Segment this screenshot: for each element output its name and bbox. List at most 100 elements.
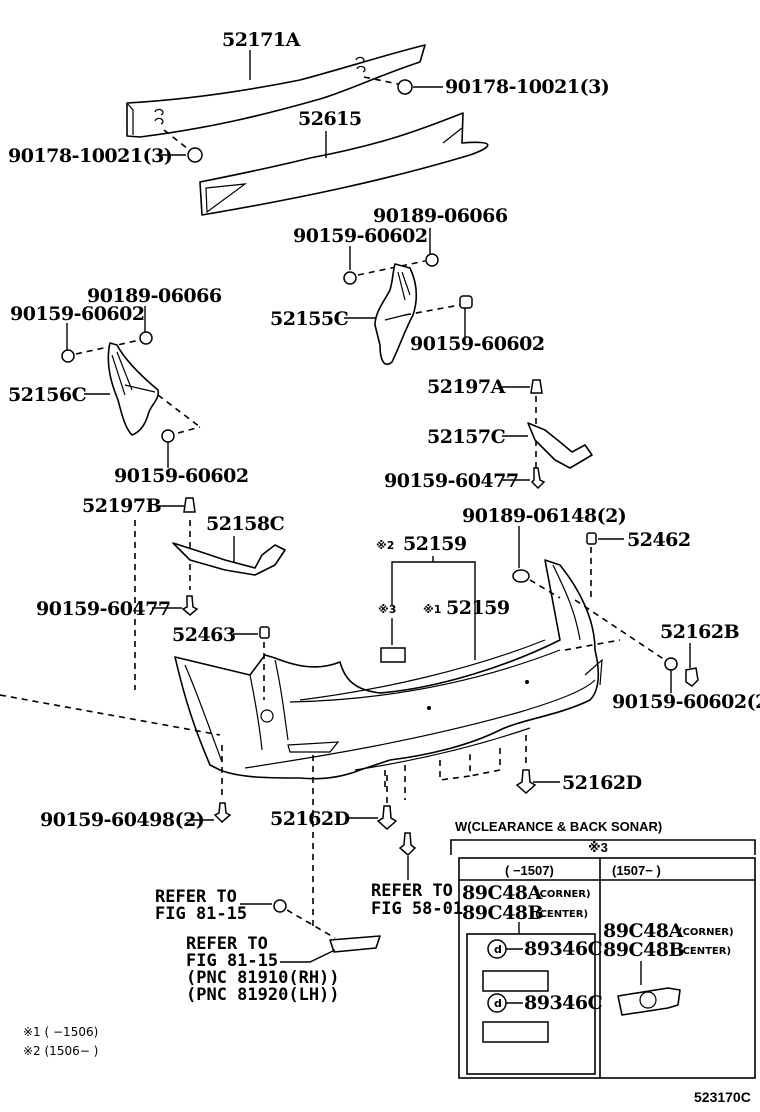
part-label-90159-60602-2[interactable]: 90159-60602(2) bbox=[612, 691, 760, 713]
nut-icon[interactable] bbox=[425, 253, 439, 267]
note-center: (CENTER) bbox=[535, 909, 588, 920]
cushion-icon[interactable] bbox=[586, 532, 597, 545]
part-label-52615[interactable]: 52615 bbox=[298, 108, 362, 130]
sensor-bracket-icon[interactable] bbox=[380, 647, 406, 663]
part-label-89346c-2[interactable]: 89346C bbox=[524, 992, 603, 1014]
part-label-52158c[interactable]: 52158C bbox=[206, 513, 285, 535]
dashed-guide bbox=[363, 76, 399, 85]
part-label-52155c[interactable]: 52155C bbox=[270, 308, 349, 330]
clip-icon[interactable] bbox=[187, 147, 203, 163]
part-label-52159-b[interactable]: 52159 bbox=[446, 597, 510, 619]
ref-label[interactable]: FIG 58-01 bbox=[371, 899, 463, 919]
sensor-pad-part[interactable] bbox=[482, 970, 549, 992]
part-label-90189-left[interactable]: 90189-06066 bbox=[87, 285, 222, 307]
screw-icon[interactable] bbox=[213, 802, 232, 824]
sensor-bracket-part[interactable] bbox=[617, 987, 681, 1016]
part-label-90159-60498[interactable]: 90159-60498(2) bbox=[40, 809, 205, 831]
note-corner: (CORNER) bbox=[535, 889, 591, 900]
part-label-89346c-1[interactable]: 89346C bbox=[524, 938, 603, 960]
ref-label[interactable]: FIG 81-15 bbox=[186, 951, 278, 971]
dashed-guide bbox=[157, 394, 201, 428]
dashed-guide bbox=[357, 260, 426, 276]
ref-label: REFER TO bbox=[186, 934, 268, 954]
part-label-52197a[interactable]: 52197A bbox=[427, 376, 506, 398]
part-label-90159-right-side[interactable]: 90159-60602 bbox=[410, 333, 545, 355]
screw-icon[interactable] bbox=[61, 349, 75, 363]
col1-header: ( −1507) bbox=[505, 863, 554, 878]
screw-icon[interactable] bbox=[530, 467, 546, 490]
bracket-leader bbox=[391, 556, 476, 660]
ref-label[interactable]: FIG 81-15 bbox=[155, 904, 247, 924]
part-label-90159-right-top[interactable]: 90159-60602 bbox=[293, 225, 428, 247]
screw-icon[interactable] bbox=[664, 657, 678, 671]
part-label-52159-a[interactable]: 52159 bbox=[403, 533, 467, 555]
bumper-cover-part[interactable] bbox=[174, 559, 603, 800]
screw-icon[interactable] bbox=[161, 429, 175, 443]
part-label-52197b[interactable]: 52197B bbox=[82, 495, 162, 517]
dashed-guide bbox=[177, 426, 201, 434]
icon-glyph: d bbox=[494, 943, 502, 956]
sensor-pad-part[interactable] bbox=[482, 1021, 549, 1043]
cushion-icon[interactable] bbox=[259, 626, 270, 639]
part-label-89c48a-col2[interactable]: 89C48A bbox=[603, 920, 684, 942]
ref-label: (PNC 81920(LH)) bbox=[186, 985, 340, 1005]
note-mark-3: ※3 bbox=[378, 603, 396, 616]
support-left-part[interactable] bbox=[172, 542, 286, 576]
dashed-guide bbox=[529, 579, 561, 599]
part-label-52463[interactable]: 52463 bbox=[172, 624, 236, 646]
icon-glyph: d bbox=[494, 997, 502, 1010]
sonar-box-bracket bbox=[450, 839, 756, 855]
part-label-90189-right[interactable]: 90189-06066 bbox=[373, 205, 508, 227]
sonar-box-mark: ※3 bbox=[588, 840, 608, 855]
clip-icon[interactable] bbox=[376, 805, 398, 831]
ref-label: (PNC 81910(RH)) bbox=[186, 968, 340, 988]
clip-icon[interactable] bbox=[515, 769, 537, 795]
part-label-89c48b-col2[interactable]: 89C48B bbox=[603, 939, 685, 961]
absorber-part[interactable] bbox=[199, 112, 489, 216]
retainer-left-part[interactable] bbox=[107, 342, 160, 436]
part-label-90159-left-top[interactable]: 90159-60602 bbox=[10, 303, 145, 325]
note-mark-1: ※1 bbox=[423, 603, 441, 616]
part-label-52156c[interactable]: 52156C bbox=[8, 384, 87, 406]
ref-label: REFER TO bbox=[155, 887, 237, 907]
part-label-52462[interactable]: 52462 bbox=[627, 529, 691, 551]
screw-icon[interactable] bbox=[273, 899, 287, 913]
note-mark-2: ※2 bbox=[376, 539, 394, 552]
part-label-90189-06148[interactable]: 90189-06148(2) bbox=[462, 505, 627, 527]
dashed-guide bbox=[0, 694, 221, 736]
part-label-52162d-right[interactable]: 52162D bbox=[562, 772, 642, 794]
screw-icon[interactable] bbox=[343, 271, 357, 285]
part-label-52162d-center[interactable]: 52162D bbox=[270, 808, 350, 830]
clip-icon[interactable] bbox=[397, 79, 413, 95]
part-label-52171a[interactable]: 52171A bbox=[222, 29, 301, 51]
part-label-90178-left[interactable]: 90178-10021(3) bbox=[8, 145, 173, 167]
part-label-89c48a-col1[interactable]: 89C48A bbox=[462, 882, 543, 904]
sonar-box-title: W(CLEARANCE & BACK SONAR) bbox=[455, 819, 662, 834]
support-right-part[interactable] bbox=[527, 422, 593, 469]
nut-icon[interactable] bbox=[139, 331, 153, 345]
reinforcement-part[interactable] bbox=[126, 44, 426, 138]
screw-icon[interactable] bbox=[398, 832, 417, 857]
dashed-guide bbox=[574, 599, 666, 661]
retainer-right-part[interactable] bbox=[374, 263, 418, 366]
reflector-part[interactable] bbox=[329, 935, 381, 953]
dashed-guide bbox=[163, 129, 189, 150]
figure-id: 523170C bbox=[694, 1089, 751, 1105]
note-corner: (CORNER) bbox=[678, 927, 734, 938]
clip-icon[interactable] bbox=[530, 379, 543, 394]
footnote-2: ※2 (1506− ) bbox=[23, 1044, 98, 1058]
part-label-52157c[interactable]: 52157C bbox=[427, 426, 506, 448]
protector-icon[interactable] bbox=[685, 667, 699, 687]
screw-icon[interactable] bbox=[181, 595, 199, 616]
screw-icon[interactable] bbox=[459, 295, 473, 309]
part-label-90178-right[interactable]: 90178-10021(3) bbox=[445, 76, 610, 98]
part-label-89c48b-col1[interactable]: 89C48B bbox=[462, 902, 544, 924]
retainer-icon[interactable] bbox=[512, 569, 530, 583]
part-label-90159-left-bottom[interactable]: 90159-60602 bbox=[114, 465, 249, 487]
footnote-1: ※1 ( −1506) bbox=[23, 1025, 98, 1039]
clip-icon[interactable] bbox=[183, 497, 196, 513]
part-label-52162b[interactable]: 52162B bbox=[660, 621, 740, 643]
part-label-90159-60477-left[interactable]: 90159-60477 bbox=[36, 598, 171, 620]
part-label-90159-60477-right[interactable]: 90159-60477 bbox=[384, 470, 519, 492]
